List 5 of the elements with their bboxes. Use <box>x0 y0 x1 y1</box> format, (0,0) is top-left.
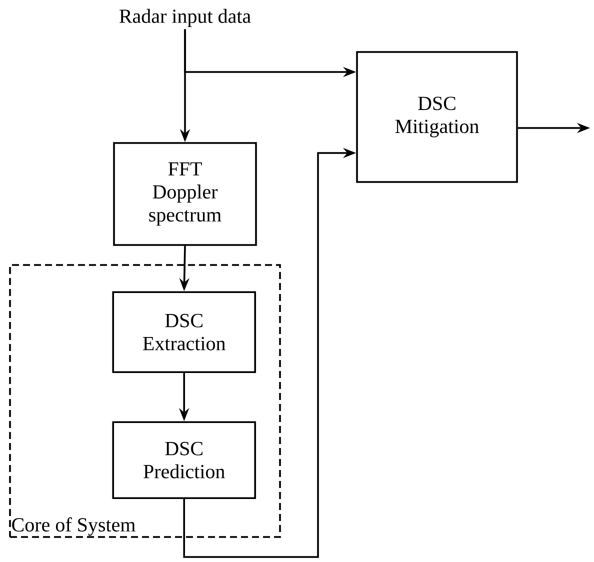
input-label: Radar input data <box>120 8 251 28</box>
process-box: FFT Doppler spectrum <box>113 142 257 246</box>
process-box: DSC Mitigation <box>356 51 518 183</box>
process-box: DSC Prediction <box>112 421 256 499</box>
process-box: DSC Extraction <box>112 291 256 373</box>
